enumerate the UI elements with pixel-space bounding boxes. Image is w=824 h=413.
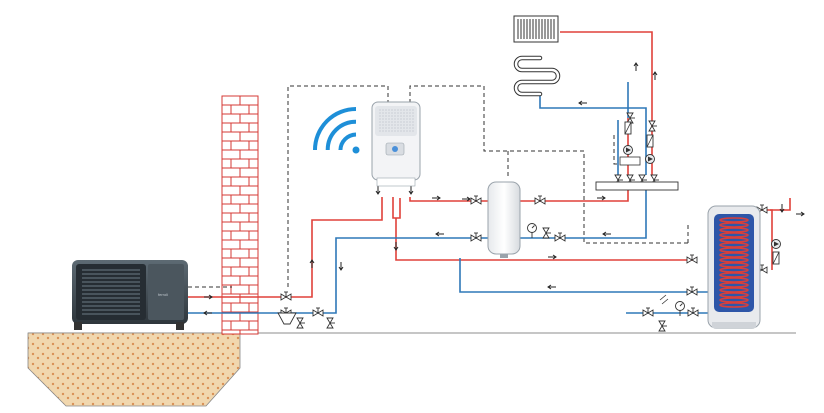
outdoor-heat-pump: ferroli bbox=[72, 260, 188, 330]
fittings bbox=[527, 121, 781, 317]
foundation-slab bbox=[27, 332, 241, 407]
distribution-manifold bbox=[595, 181, 679, 191]
radiator bbox=[513, 15, 559, 43]
underfloor-heating-coil bbox=[513, 55, 561, 97]
hot-water-cylinder bbox=[707, 205, 761, 329]
buffer-tank bbox=[487, 181, 521, 258]
brick-wall bbox=[221, 95, 259, 335]
wifi-icon bbox=[312, 106, 360, 154]
valves bbox=[280, 112, 768, 332]
return-pipes bbox=[188, 82, 712, 314]
supply-pipes bbox=[188, 31, 791, 298]
indoor-hydro-unit bbox=[371, 101, 421, 187]
heat-pump-brand: ferroli bbox=[158, 292, 168, 297]
flow-arrows bbox=[203, 62, 805, 316]
strainer bbox=[277, 312, 297, 325]
